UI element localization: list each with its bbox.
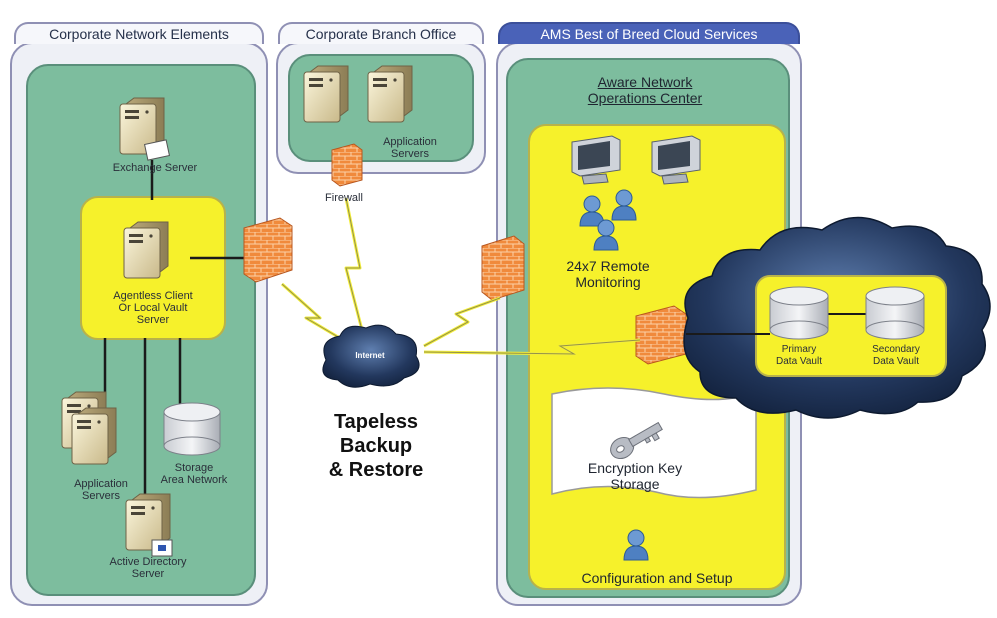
operator-icon-2 — [611, 189, 637, 221]
branch-app-servers-label: Application Servers — [383, 136, 437, 160]
storage-label: Storage Area Network — [160, 462, 228, 486]
ams-firewall-icon — [481, 235, 525, 301]
storage-cylinder-icon — [163, 402, 221, 456]
secondary-vault-label: Secondary Data Vault — [872, 344, 920, 367]
primary-vault-label: Primary Data Vault — [776, 344, 822, 367]
operator-icon-1 — [579, 195, 605, 227]
primary-vault-icon — [769, 286, 829, 340]
key-icon — [610, 421, 663, 460]
encryption-scroll — [551, 387, 757, 499]
config-person-icon — [623, 529, 649, 561]
corporate-tab: Corporate Network Elements — [14, 22, 264, 44]
app-server-icon-front — [71, 407, 117, 465]
monitor-icon-1 — [571, 135, 621, 185]
active-directory-label: Active Directory Server — [109, 556, 187, 580]
branch-tab: Corporate Branch Office — [278, 22, 484, 44]
secondary-vault-icon — [865, 286, 925, 340]
tapeless-backup-title: Tapeless Backup & Restore — [328, 411, 424, 481]
config-label: Configuration and Setup — [581, 570, 733, 586]
corporate-links — [103, 160, 244, 510]
exchange-server-label: Exchange Server — [112, 162, 198, 174]
ams-tab: AMS Best of Breed Cloud Services — [498, 22, 800, 44]
branch-server-icon-2 — [367, 65, 413, 123]
agentless-label: Agentless Client Or Local Vault Server — [113, 290, 193, 326]
branch-server-icon-1 — [303, 65, 349, 123]
monitoring-label: 24x7 Remote Monitoring — [566, 258, 650, 290]
corporate-firewall-icon — [243, 217, 293, 283]
aware-noc-label: Aware Network Operations Center — [587, 74, 703, 106]
internet-cloud-icon — [322, 324, 420, 388]
monitor-icon-2 — [651, 135, 701, 185]
vault-firewall-icon — [635, 305, 687, 365]
encryption-label: Encryption Key Storage — [587, 460, 683, 492]
firewall-label: Firewall — [325, 192, 363, 204]
exchange-mail-icon — [143, 139, 171, 161]
branch-firewall-icon — [331, 143, 363, 187]
internet-label: Internet — [355, 351, 385, 360]
corp-app-servers-label: Application Servers — [74, 478, 128, 502]
agentless-server-icon — [123, 221, 169, 279]
